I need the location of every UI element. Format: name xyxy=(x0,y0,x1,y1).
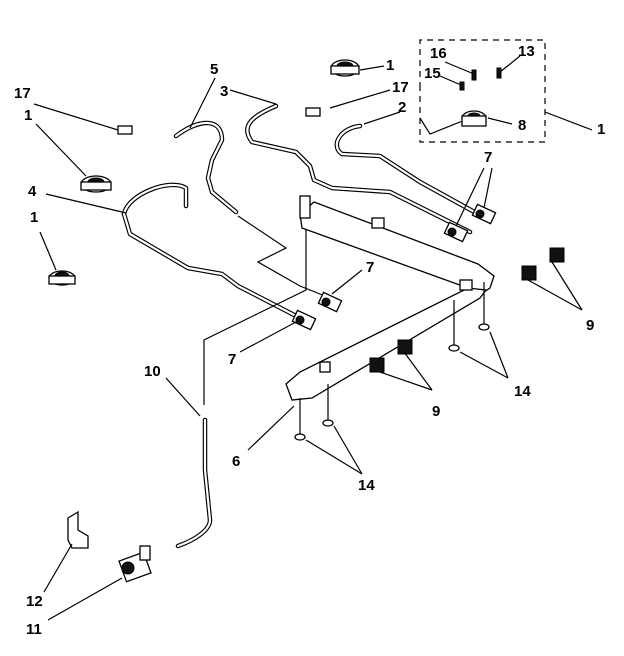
label-knob-right: 9 xyxy=(586,317,594,334)
clip-top xyxy=(305,107,321,117)
clip-left xyxy=(117,125,133,135)
regulator xyxy=(118,545,152,583)
label-burner-top: 1 xyxy=(386,57,394,74)
label-assembly-right: 1 xyxy=(597,121,605,138)
label-screw-right: 14 xyxy=(514,383,531,400)
label-screw-13: 13 xyxy=(518,43,535,60)
wire-lines xyxy=(203,117,471,405)
label-tube-3: 3 xyxy=(220,83,228,100)
valve-mid-left xyxy=(291,309,317,331)
knob-1 xyxy=(549,247,565,263)
manifold xyxy=(285,195,495,401)
label-knob-bottom: 9 xyxy=(432,403,440,420)
burner-left-upper xyxy=(80,175,112,193)
detail-box xyxy=(419,39,546,143)
label-clip-left: 17 xyxy=(14,85,31,102)
gas-tubes xyxy=(121,103,481,549)
label-burner-left-lower: 1 xyxy=(30,209,38,226)
label-supply-tube: 10 xyxy=(144,363,161,380)
label-spring-clip: 2 xyxy=(398,99,406,116)
valve-top-right-b xyxy=(471,203,497,225)
label-burner-box: 8 xyxy=(518,117,526,134)
knobs xyxy=(369,247,565,373)
label-screw-bottom: 14 xyxy=(358,477,375,494)
label-clip-top: 17 xyxy=(392,79,409,96)
knob-2 xyxy=(521,265,537,281)
bracket xyxy=(67,510,89,549)
label-burner-left-upper: 1 xyxy=(24,107,32,124)
burner-top xyxy=(330,59,360,77)
valve-top-right-a xyxy=(443,221,469,243)
callout-labels: 1 17 1 5 3 17 2 16 15 13 8 1 4 1 7 7 7 9… xyxy=(14,43,605,638)
valves xyxy=(291,203,497,331)
label-bracket: 12 xyxy=(26,593,43,610)
knob-4 xyxy=(369,357,385,373)
leader-lines xyxy=(33,55,593,621)
label-tube-5: 5 xyxy=(210,61,218,78)
screws xyxy=(294,67,502,441)
burner-box-8 xyxy=(461,110,487,127)
label-tube-4: 4 xyxy=(28,183,37,200)
label-screw-15: 15 xyxy=(424,65,441,82)
knob-3 xyxy=(397,339,413,355)
label-valve-mid-right: 7 xyxy=(366,259,374,276)
label-regulator: 11 xyxy=(26,621,42,638)
label-manifold: 6 xyxy=(232,453,240,470)
label-valve-top-right: 7 xyxy=(484,149,492,166)
valve-mid-right xyxy=(317,291,343,313)
label-screw-16: 16 xyxy=(430,45,447,62)
label-valve-mid-left: 7 xyxy=(228,351,236,368)
burner-left-lower xyxy=(48,270,76,286)
